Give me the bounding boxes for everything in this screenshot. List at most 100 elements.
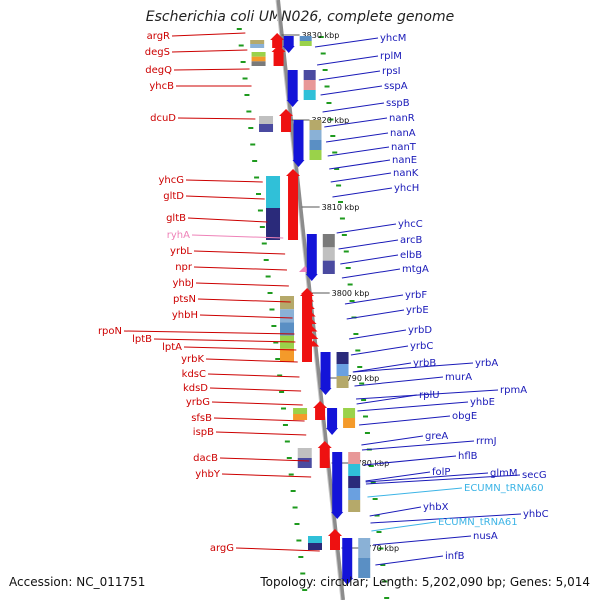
left-tick xyxy=(248,127,254,129)
left-feature-box xyxy=(293,414,308,420)
right-gene-label: murA xyxy=(445,372,472,383)
right-gene-label: folP xyxy=(432,467,450,478)
forward-gene-body xyxy=(315,408,326,420)
forward-gene-arrow xyxy=(279,109,294,116)
reverse-gene-arrow xyxy=(331,512,344,519)
right-gene-label: sspA xyxy=(384,81,408,92)
reverse-gene-body xyxy=(287,70,298,100)
genes-value: 5,014 xyxy=(555,575,590,589)
forward-gene-arrow xyxy=(306,333,319,339)
right-feature-box xyxy=(336,352,349,364)
right-tick xyxy=(357,366,363,368)
right-gene-label: infB xyxy=(445,551,465,562)
accession: Accession: NC_011751 xyxy=(9,575,145,589)
left-tick xyxy=(292,506,298,509)
right-label-leader xyxy=(320,85,383,96)
right-gene-label: nanR xyxy=(389,113,415,124)
left-feature-box xyxy=(297,458,312,468)
left-label-leader xyxy=(191,234,284,239)
right-feature-box xyxy=(348,476,361,488)
left-label-leader xyxy=(193,250,286,255)
right-label-leader xyxy=(350,345,409,356)
right-gene-label: rpsI xyxy=(382,66,401,77)
left-gene-label: degQ xyxy=(145,65,172,76)
reverse-gene-body xyxy=(293,120,304,160)
left-gene-label: yhbH xyxy=(172,310,198,321)
left-gene-label: yrbK xyxy=(181,354,204,365)
accession-label: Accession: xyxy=(9,575,73,589)
right-label-leader xyxy=(361,435,424,446)
forward-gene-body xyxy=(288,176,299,240)
left-gene-label: lptB xyxy=(132,334,152,345)
right-gene-label: rrmJ xyxy=(476,436,497,447)
left-tick xyxy=(302,589,308,591)
reverse-gene-body xyxy=(342,538,353,578)
right-label-leader xyxy=(365,471,431,482)
right-gene-label: yrbD xyxy=(408,325,432,336)
right-tick xyxy=(332,151,338,154)
kbp-marker-label: 3830 kbp xyxy=(302,31,340,40)
left-tick xyxy=(273,341,279,344)
left-label-leader xyxy=(197,298,291,303)
right-feature-box xyxy=(303,90,316,100)
genome-stats: Topology: circular; Length: 5,202,090 bp… xyxy=(260,575,590,589)
right-feature-box xyxy=(309,120,322,130)
left-feature-box xyxy=(259,124,274,132)
right-gene-label: nanA xyxy=(390,128,416,139)
right-label-leader xyxy=(352,362,474,373)
left-gene-label: sfsB xyxy=(191,413,212,424)
left-tick xyxy=(281,407,287,410)
reverse-gene-arrow xyxy=(292,160,305,167)
right-label-leader xyxy=(314,37,379,48)
right-gene-label: ECUMN_tRNA60 xyxy=(464,483,544,494)
left-feature-box xyxy=(251,61,266,66)
left-label-leader xyxy=(215,431,307,436)
right-gene-label: yhcC xyxy=(398,219,423,230)
left-label-leader xyxy=(187,217,268,223)
right-feature-box xyxy=(303,70,316,80)
right-feature-box xyxy=(309,150,322,160)
right-label-leader xyxy=(367,487,463,498)
right-tick xyxy=(353,333,359,335)
right-feature-box xyxy=(358,558,371,578)
right-gene-label: nanK xyxy=(393,168,419,179)
reverse-gene-body xyxy=(306,234,317,274)
left-label-leader xyxy=(185,195,265,200)
left-tick xyxy=(242,77,248,80)
left-label-leader xyxy=(211,401,303,406)
left-feature-box xyxy=(280,296,295,310)
right-gene-label: rplM xyxy=(380,51,402,62)
right-gene-label: ECUMN_tRNA61 xyxy=(438,517,518,528)
right-label-leader xyxy=(336,223,397,234)
right-label-leader xyxy=(352,362,412,373)
right-feature-box xyxy=(309,130,322,140)
left-feature-box xyxy=(307,536,322,543)
left-label-leader xyxy=(209,387,302,392)
left-gene-label: yrbL xyxy=(170,246,192,257)
right-feature-box xyxy=(322,247,335,261)
left-gene-label: yhcB xyxy=(149,81,174,92)
right-gene-label: yrbE xyxy=(406,305,429,316)
right-gene-label: yrbA xyxy=(475,358,498,369)
forward-gene-body xyxy=(329,536,340,550)
right-label-leader xyxy=(338,239,399,250)
forward-gene-arrow xyxy=(304,318,317,324)
left-tick xyxy=(290,490,296,492)
right-gene-label: yhbX xyxy=(423,502,449,513)
left-tick xyxy=(294,523,300,525)
right-gene-label: yrbF xyxy=(405,290,427,301)
left-tick xyxy=(277,374,283,377)
left-label-leader xyxy=(207,373,300,378)
left-gene-label: dcuD xyxy=(150,113,176,124)
right-tick xyxy=(330,135,336,137)
left-tick xyxy=(271,325,277,327)
forward-gene-arrow xyxy=(270,33,285,40)
reverse-gene-arrow xyxy=(305,274,318,281)
right-feature-box xyxy=(299,41,312,46)
left-tick xyxy=(259,226,265,228)
left-feature-box xyxy=(307,543,322,550)
right-tick xyxy=(374,514,380,517)
right-label-leader xyxy=(357,401,469,412)
left-feature-box xyxy=(293,408,308,414)
right-tick xyxy=(320,52,326,55)
